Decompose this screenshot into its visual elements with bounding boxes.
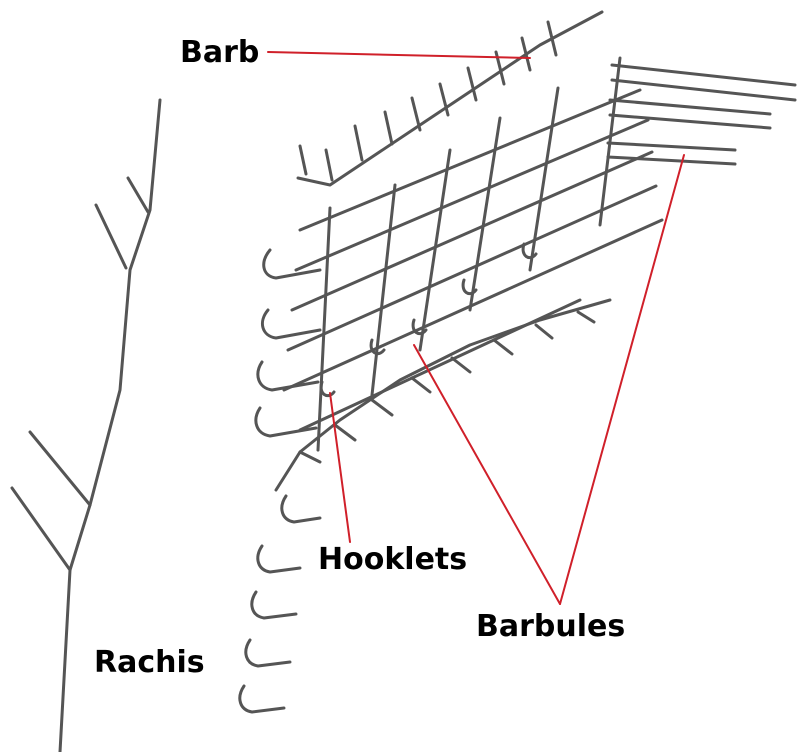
hooklets-label: Hooklets [318, 545, 467, 575]
leader-lines [268, 52, 684, 604]
barb-leader-line [268, 52, 530, 58]
long-barbules [608, 65, 795, 164]
barbule-rungs [284, 90, 662, 430]
barbules-leader-line-2 [560, 155, 684, 604]
barbules-label: Barbules [476, 612, 625, 642]
barb-label: Barb [180, 38, 259, 68]
rachis-label: Rachis [94, 648, 205, 678]
